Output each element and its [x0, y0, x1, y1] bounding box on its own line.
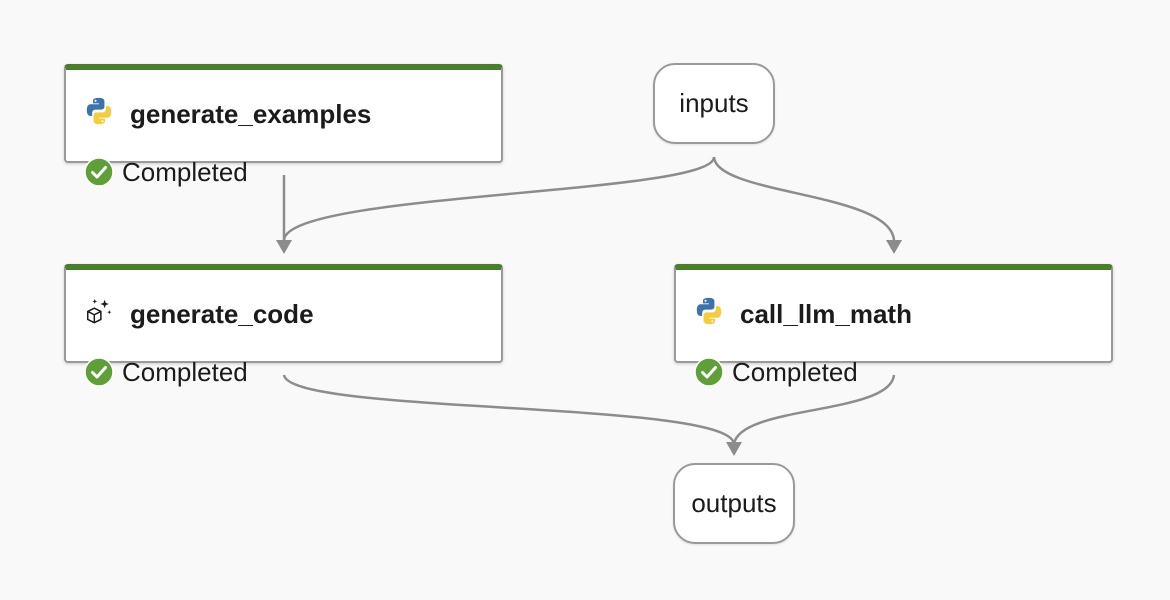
- inputs-node[interactable]: inputs: [653, 63, 775, 144]
- python-icon: [86, 97, 112, 125]
- node-generate-code[interactable]: generate_code: [64, 264, 503, 363]
- check-circle-icon: [84, 357, 114, 387]
- arrowhead-call-llm-math: [886, 240, 902, 254]
- prompt-cube-sparkle-icon: [87, 298, 112, 324]
- edge-call-llm-math-to-outputs: [732, 374, 896, 445]
- status-label: Completed: [122, 357, 248, 387]
- edge-inputs-to-generate-code: [282, 156, 716, 241]
- status-generate-examples: Completed: [84, 156, 248, 188]
- node-generate-examples[interactable]: generate_examples: [64, 64, 503, 163]
- node-title: generate_code: [130, 299, 314, 329]
- status-label: Completed: [122, 157, 248, 187]
- check-circle-icon: [694, 357, 724, 387]
- outputs-node[interactable]: outputs: [673, 463, 795, 544]
- arrowhead-generate-code: [276, 240, 292, 254]
- status-generate-code: Completed: [84, 356, 248, 388]
- node-call-llm-math[interactable]: call_llm_math: [674, 264, 1113, 363]
- node-title: generate_examples: [130, 99, 372, 129]
- check-circle-icon: [84, 157, 114, 187]
- node-title: call_llm_math: [740, 299, 912, 329]
- arrowhead-outputs: [726, 442, 742, 456]
- python-icon: [696, 297, 722, 325]
- edge-inputs-to-call-llm-math: [712, 156, 896, 241]
- status-label: Completed: [732, 357, 858, 387]
- status-call-llm-math: Completed: [694, 356, 858, 388]
- edge-generate-code-to-outputs: [282, 374, 736, 445]
